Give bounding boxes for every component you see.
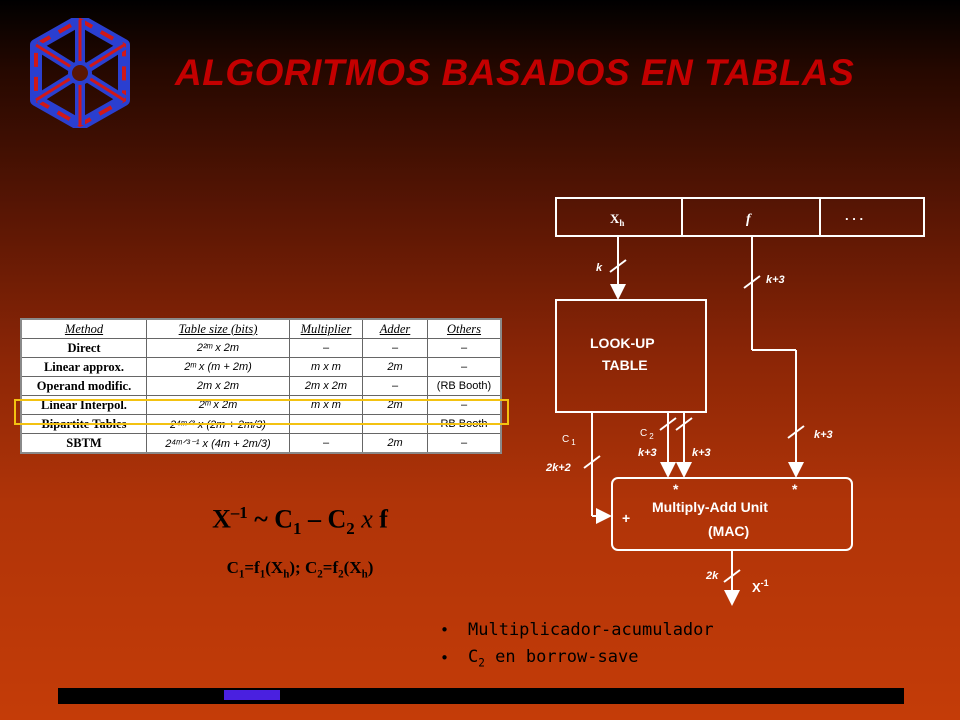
table-row: Operand modific. 2m x 2m 2m x 2m – (RB B… (20, 376, 502, 396)
look-up-table-block (555, 299, 707, 413)
bus-k-label: k (596, 262, 603, 274)
cell-size: 2²ᵐ x 2m (146, 338, 290, 358)
formula-part-a: ~ C (247, 504, 294, 534)
formula-sub1: 1 (293, 518, 302, 538)
bullet-text-post: en borrow-save (484, 646, 639, 667)
mac-label-line1: Multiply-Add Unit (652, 499, 768, 515)
f2-b: =f (244, 558, 260, 577)
cell-size: 2ᵐ x (m + 2m) (146, 357, 290, 377)
f2-s3: h (283, 568, 290, 581)
cell-multiplier: – (289, 433, 363, 454)
lut-label-line1: LOOK-UP (590, 335, 655, 351)
bus-k3-a-label: k+3 (638, 447, 657, 459)
f2-f: (X (343, 558, 362, 577)
column-header-table-size: Table size (bits) (146, 318, 290, 339)
bus-k3-b-label: k+3 (692, 447, 711, 459)
bullet-list: • Multiplicador-acumulador • C2 en borro… (440, 616, 714, 672)
column-header-others: Others (427, 318, 502, 339)
row-highlight-frame (14, 399, 509, 425)
formula-exponent: –1 (230, 503, 248, 522)
f2-e: =f (322, 558, 339, 577)
cell-others: – (427, 357, 502, 377)
list-item: • C2 en borrow-save (440, 644, 714, 672)
mac-star-2: * (792, 481, 798, 497)
cell-size: 2m x 2m (146, 376, 290, 396)
slide-title: ALGORITMOS BASADOS EN TABLAS (175, 52, 855, 93)
register-xh-label: Xh (610, 211, 624, 228)
lut-label-line2: TABLE (602, 357, 648, 373)
mac-label-line2: (MAC) (708, 523, 749, 539)
footer-progress-mark (224, 690, 280, 700)
column-header-method: Method (20, 318, 147, 339)
cell-adder: 2m (362, 433, 428, 454)
cell-others: (RB Booth) (427, 376, 502, 396)
bullet-text: C2 en borrow-save (468, 647, 638, 669)
bus-k3-top-label: k+3 (766, 274, 785, 286)
formula-sub2: 2 (346, 518, 355, 538)
f2-s2: 1 (259, 568, 266, 581)
cell-adder: 2m (362, 357, 428, 377)
bus-k3-right-label: k+3 (814, 429, 833, 441)
register-dots: . . . (845, 208, 863, 223)
cell-size: 2⁴ᵐᐟ³⁻¹ x (4m + 2m/3) (146, 433, 290, 454)
output-label: X-1 (752, 578, 769, 595)
bullet-text-pre: C (468, 646, 479, 667)
formula-operator: x (354, 504, 380, 534)
formula-x: X (212, 504, 231, 534)
bus-2k-label: 2k (705, 570, 719, 582)
f2-c: (X (265, 558, 284, 577)
footer-bar (58, 688, 904, 704)
cell-multiplier: 2m x 2m (289, 376, 363, 396)
bus-2k2-label: 2k+2 (545, 462, 571, 474)
f2-a: C (226, 558, 239, 577)
cell-method: Linear approx. (20, 357, 147, 377)
university-logo (30, 18, 130, 128)
cell-method: Direct (20, 338, 147, 358)
coefficient-formula: C1=f1(Xh); C2=f2(Xh) (150, 558, 450, 580)
f2-s1: 1 (238, 568, 245, 581)
input-register (555, 197, 925, 237)
f2-s6: h (361, 568, 368, 581)
methods-table: Method Table size (bits) Multiplier Adde… (20, 318, 502, 454)
table-row: SBTM 2⁴ᵐᐟ³⁻¹ x (4m + 2m/3) – 2m – (20, 433, 502, 454)
bullet-text-sub: 2 (478, 656, 485, 670)
cell-others: – (427, 433, 502, 454)
table-header-row: Method Table size (bits) Multiplier Adde… (20, 318, 502, 339)
bullet-icon: • (440, 649, 450, 667)
table-row: Direct 2²ᵐ x 2m – – – (20, 338, 502, 358)
cell-multiplier: – (289, 338, 363, 358)
f2-g: ) (367, 558, 374, 577)
mac-star-1: * (673, 481, 679, 497)
cell-method: Operand modific. (20, 376, 147, 396)
mac-plus-label: + (622, 510, 630, 526)
f2-s4: 2 (317, 568, 323, 581)
column-header-adder: Adder (362, 318, 428, 339)
column-header-multiplier: Multiplier (289, 318, 363, 339)
cell-others: – (427, 338, 502, 358)
cell-method: SBTM (20, 433, 147, 454)
f2-s5: 2 (338, 568, 344, 581)
cell-adder: – (362, 338, 428, 358)
list-item: • Multiplicador-acumulador (440, 616, 714, 644)
table-row: Bipartite Tables 2⁴ᵐᐟ³ x (2m + 2m/3) – –… (20, 414, 502, 434)
cell-multiplier: m x m (289, 357, 363, 377)
main-formula: X–1 ~ C1 – C2 x f (170, 503, 430, 539)
table-row: Linear approx. 2ᵐ x (m + 2m) m x m 2m – (20, 357, 502, 377)
register-f-label: f (746, 212, 752, 227)
bullet-icon: • (440, 621, 450, 639)
f2-d: ); C (289, 558, 318, 577)
formula-f: f (379, 504, 388, 534)
bullet-text: Multiplicador-acumulador (468, 620, 714, 640)
formula-part-b: – C (301, 504, 347, 534)
cell-adder: – (362, 376, 428, 396)
